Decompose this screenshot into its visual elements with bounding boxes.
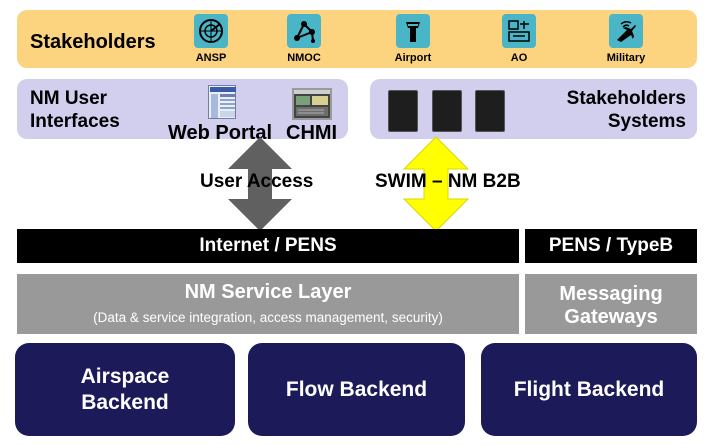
- stakeholder-label: Airport: [394, 52, 432, 64]
- server-rack-icon: [475, 90, 505, 132]
- nm-service-layer-subtitle: (Data & service integration, access mana…: [93, 310, 443, 325]
- stakeholder-ansp: ANSP: [183, 14, 239, 64]
- systems-title-line1: Stakeholders: [566, 88, 686, 109]
- server-rack-icon: [432, 90, 462, 132]
- airspace-backend-line2: Backend: [81, 390, 169, 414]
- messaging-line1: Messaging: [559, 283, 663, 305]
- messaging-gateways-label: Messaging Gateways: [525, 283, 697, 329]
- stakeholder-label: NMOC: [287, 52, 321, 64]
- chmi-label: CHMI: [286, 122, 338, 144]
- nm-ui-title-line1: NM User: [30, 88, 108, 109]
- stakeholder-airport: Airport: [385, 14, 441, 64]
- flight-backend-box: Flight Backend: [481, 343, 697, 436]
- stakeholders-bar: [17, 10, 697, 68]
- stakeholder-ao: AO: [491, 14, 547, 64]
- server-rack-icon: [388, 90, 418, 132]
- stakeholder-label: ANSP: [195, 52, 227, 64]
- messaging-line2: Gateways: [564, 306, 658, 328]
- chmi-screenshot-icon: [292, 88, 332, 120]
- stakeholder-label: Military: [606, 52, 646, 64]
- stakeholders-systems-panel: [370, 79, 697, 139]
- control-tower-icon: [396, 14, 430, 48]
- user-access-label: User Access: [200, 171, 314, 192]
- nm-user-interfaces-title: NM User Interfaces: [30, 87, 120, 133]
- nm-service-layer-box: [17, 274, 519, 334]
- stakeholders-systems-title: Stakeholders Systems: [520, 87, 686, 133]
- user-access-arrow: [228, 137, 292, 231]
- airline-operator-icon: [502, 14, 536, 48]
- pens-typeb-bar: [525, 229, 697, 263]
- stakeholder-nmoc: NMOC: [276, 14, 332, 64]
- military-jet-icon: [609, 14, 643, 48]
- web-portal-screenshot-icon: [208, 85, 236, 119]
- network-icon: [287, 14, 321, 48]
- nm-service-layer-title: NM Service Layer: [184, 281, 352, 303]
- stakeholders-title: Stakeholders: [30, 31, 156, 53]
- flow-backend-label: Flow Backend: [285, 377, 428, 401]
- airspace-backend-line1: Airspace: [80, 364, 170, 388]
- airspace-backend-box: Airspace Backend: [15, 343, 235, 436]
- systems-title-line2: Systems: [607, 111, 686, 132]
- stakeholder-military: Military: [598, 14, 654, 64]
- web-portal-label: Web Portal: [168, 122, 273, 144]
- stakeholder-label: AO: [510, 52, 528, 64]
- radar-icon: [194, 14, 228, 48]
- flow-backend-box: Flow Backend: [248, 343, 465, 436]
- nm-ui-title-line2: Interfaces: [30, 111, 120, 132]
- internet-pens-label: Internet / PENS: [199, 235, 337, 256]
- internet-pens-bar: [17, 229, 519, 263]
- pens-typeb-label: PENS / TypeB: [548, 235, 674, 256]
- flight-backend-label: Flight Backend: [513, 377, 665, 401]
- swim-nm-b2b-label: SWIM – NM B2B: [375, 171, 521, 192]
- messaging-gateways-box: [525, 274, 697, 334]
